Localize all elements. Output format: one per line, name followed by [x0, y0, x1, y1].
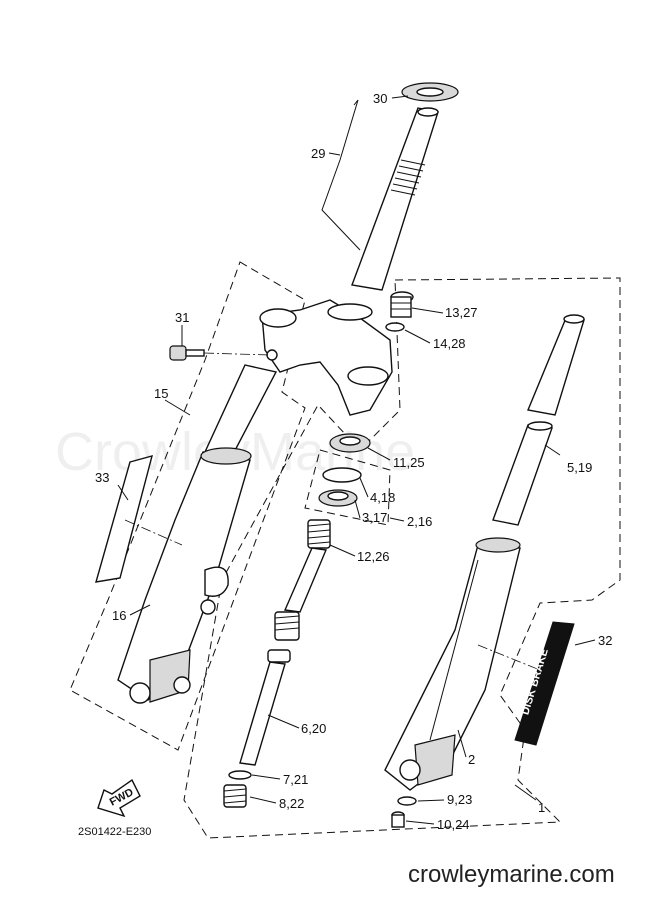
ball-race-11-25: [329, 433, 371, 453]
callout-33: 33: [95, 470, 109, 485]
callout-3-17: 3,17: [362, 510, 387, 525]
decal-33: [95, 455, 153, 583]
o-ring-14-28: [385, 322, 405, 332]
inner-tube-5-19: [492, 314, 585, 526]
outer-tube-2: [384, 537, 521, 791]
stem-shaft: [351, 107, 439, 291]
callout-9-23: 9,23: [447, 792, 472, 807]
cap-bolt-13-27: [385, 291, 414, 332]
stem-nut-hole: [416, 87, 444, 97]
callout-2-16: 2,16: [407, 514, 432, 529]
callout-15: 15: [154, 386, 168, 401]
bolt-10-24: [391, 811, 405, 828]
callout-12-26: 12,26: [357, 549, 390, 564]
callout-14-28: 14,28: [433, 336, 466, 351]
washer-7-21: [228, 770, 252, 780]
callout-13-27: 13,27: [445, 305, 478, 320]
right-fork-group-outline: [183, 277, 621, 839]
decal-32-centerline: [477, 644, 541, 671]
callout-16: 16: [112, 608, 126, 623]
diagram-code: 2S01422-E230: [78, 826, 151, 838]
stem-top: [417, 107, 439, 117]
callout-5-19: 5,19: [567, 460, 592, 475]
footer-site: crowleymarine.com: [408, 861, 615, 888]
callout-29: 29: [311, 146, 325, 161]
fork-spring-12-26: [274, 519, 331, 641]
callout-2: 2: [468, 752, 475, 767]
under-bracket: [259, 299, 393, 416]
callout-7-21: 7,21: [283, 772, 308, 787]
callout-10-24: 10,24: [437, 817, 470, 832]
damper-rod-6-20: [239, 649, 291, 766]
decal-33-centerline: [124, 519, 183, 546]
callout-8-22: 8,22: [279, 796, 304, 811]
fwd-arrow-icon: FWD: [97, 778, 141, 818]
callout-1: 1: [538, 800, 545, 815]
bolt-31: [169, 345, 271, 361]
left-outer-tube: [117, 447, 252, 704]
washer-9-23: [397, 796, 417, 806]
steering-stem: [351, 82, 459, 291]
leader-lines: [117, 95, 596, 825]
callout-6-20: 6,20: [301, 721, 326, 736]
spring-8-22: [223, 784, 247, 808]
stem-threads: [390, 159, 426, 196]
callout-11-25: 11,25: [393, 455, 425, 470]
washer-4-18: [322, 467, 362, 483]
callout-31: 31: [175, 310, 189, 325]
callout-32: 32: [598, 633, 612, 648]
callout-4-18: 4,18: [370, 490, 395, 505]
callout-30: 30: [373, 91, 387, 106]
